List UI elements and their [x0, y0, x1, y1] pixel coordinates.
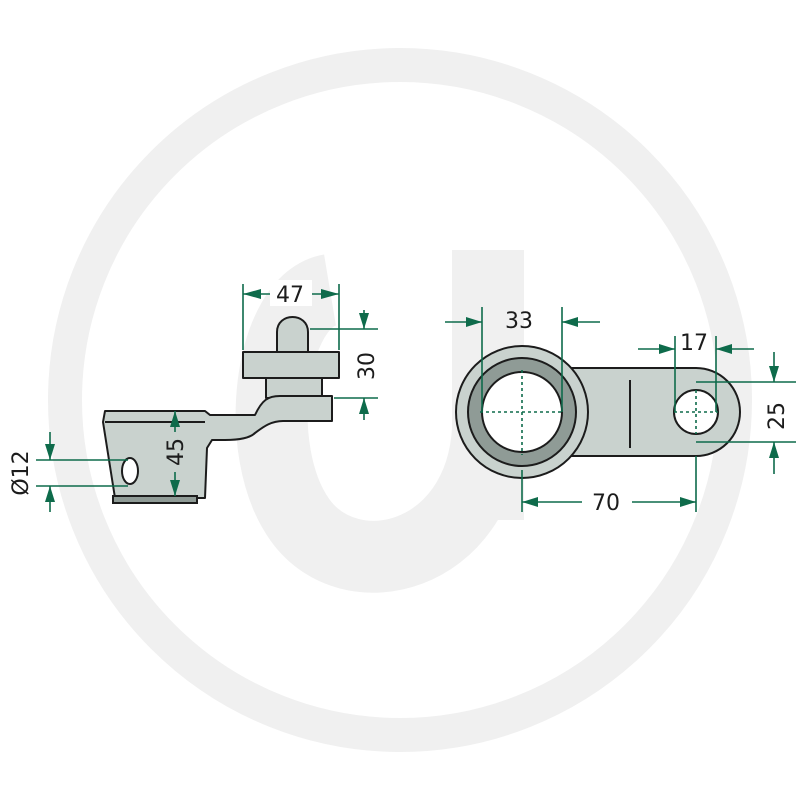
dim-height-label: 30 [355, 352, 380, 380]
dimension-47: 47 [242, 280, 340, 350]
dimension-33: 33 [445, 307, 600, 412]
dimension-45: 45 [160, 411, 189, 496]
center-lines [480, 370, 718, 455]
dim-hole-label: Ø12 [9, 450, 34, 495]
arm-base-plate [112, 495, 198, 504]
dimension-25: 25 [696, 352, 796, 474]
dimension-70: 70 [521, 456, 697, 516]
dim-spacing-label: 70 [592, 491, 620, 516]
dimension-17: 17 [638, 331, 754, 412]
side-view: 47 30 45 Ø12 [9, 280, 380, 512]
dimension-diameter-12: Ø12 [9, 432, 128, 512]
dim-bore-label: 33 [505, 309, 533, 334]
bolt-dome [276, 316, 309, 354]
pin-hole [121, 457, 139, 485]
bolt-flange [242, 351, 340, 379]
top-view: 33 17 70 [445, 307, 796, 516]
dim-thickness-label: 25 [765, 402, 790, 430]
dim-width-label: 47 [276, 283, 304, 308]
dim-body-label: 45 [164, 438, 189, 466]
dimension-30: 30 [310, 310, 380, 420]
dim-small-bore-label: 17 [680, 331, 708, 356]
